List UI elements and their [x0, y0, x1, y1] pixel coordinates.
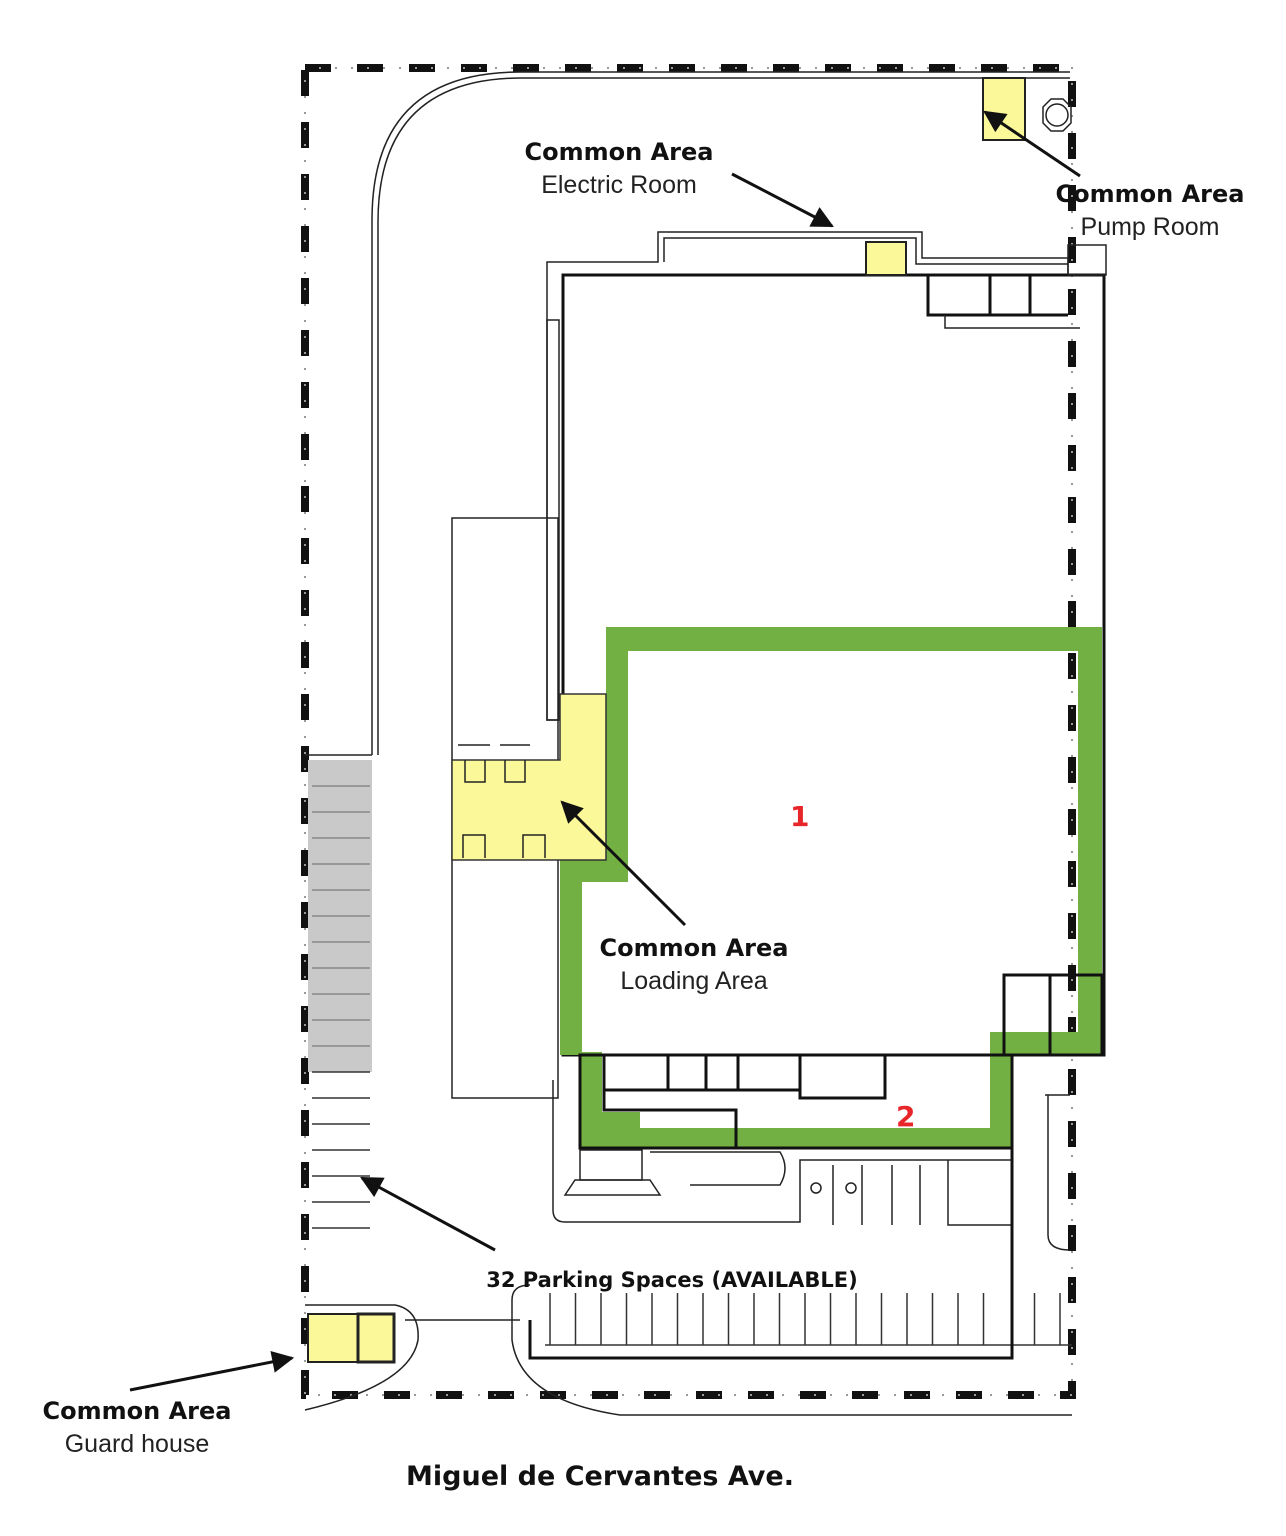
common-area-guard-house: [307, 1313, 359, 1363]
svg-text:Common Area: Common Area: [43, 1397, 232, 1425]
svg-text:Common Area: Common Area: [525, 138, 714, 166]
unit-number-1: 1: [790, 800, 809, 833]
svg-text:Common Area: Common Area: [1056, 180, 1245, 208]
parking-stalls-bottom: [545, 1293, 1072, 1346]
property-boundary: [301, 64, 1076, 1399]
svg-text:Loading Area: Loading Area: [620, 967, 767, 995]
svg-text:Electric Room: Electric Room: [541, 171, 697, 199]
arrow-icon: [129, 110, 1081, 1392]
svg-text:Common Area: Common Area: [600, 934, 789, 962]
label-parking: 32 Parking Spaces (AVAILABLE): [486, 1268, 857, 1292]
street-name: Miguel de Cervantes Ave.: [406, 1461, 794, 1492]
water-tank-icon: [1042, 98, 1072, 132]
parking-stalls-left: [312, 785, 370, 1229]
common-area-electric-room: [865, 241, 907, 276]
label-electric-room: Common Area Electric Room: [525, 138, 714, 199]
accessible-parking-icon: [810, 1182, 857, 1194]
label-pump-room: Common Area Pump Room: [1056, 180, 1245, 241]
label-guard-house: Common Area Guard house: [43, 1397, 232, 1458]
svg-text:Guard house: Guard house: [65, 1430, 210, 1458]
label-loading-area: Common Area Loading Area: [600, 934, 789, 995]
common-area-pump-room: [982, 77, 1026, 141]
tenant-area-highlight: [560, 627, 1102, 1148]
svg-text:Pump Room: Pump Room: [1081, 213, 1220, 241]
unit-number-2: 2: [896, 1100, 915, 1133]
driveway: [371, 71, 1070, 755]
